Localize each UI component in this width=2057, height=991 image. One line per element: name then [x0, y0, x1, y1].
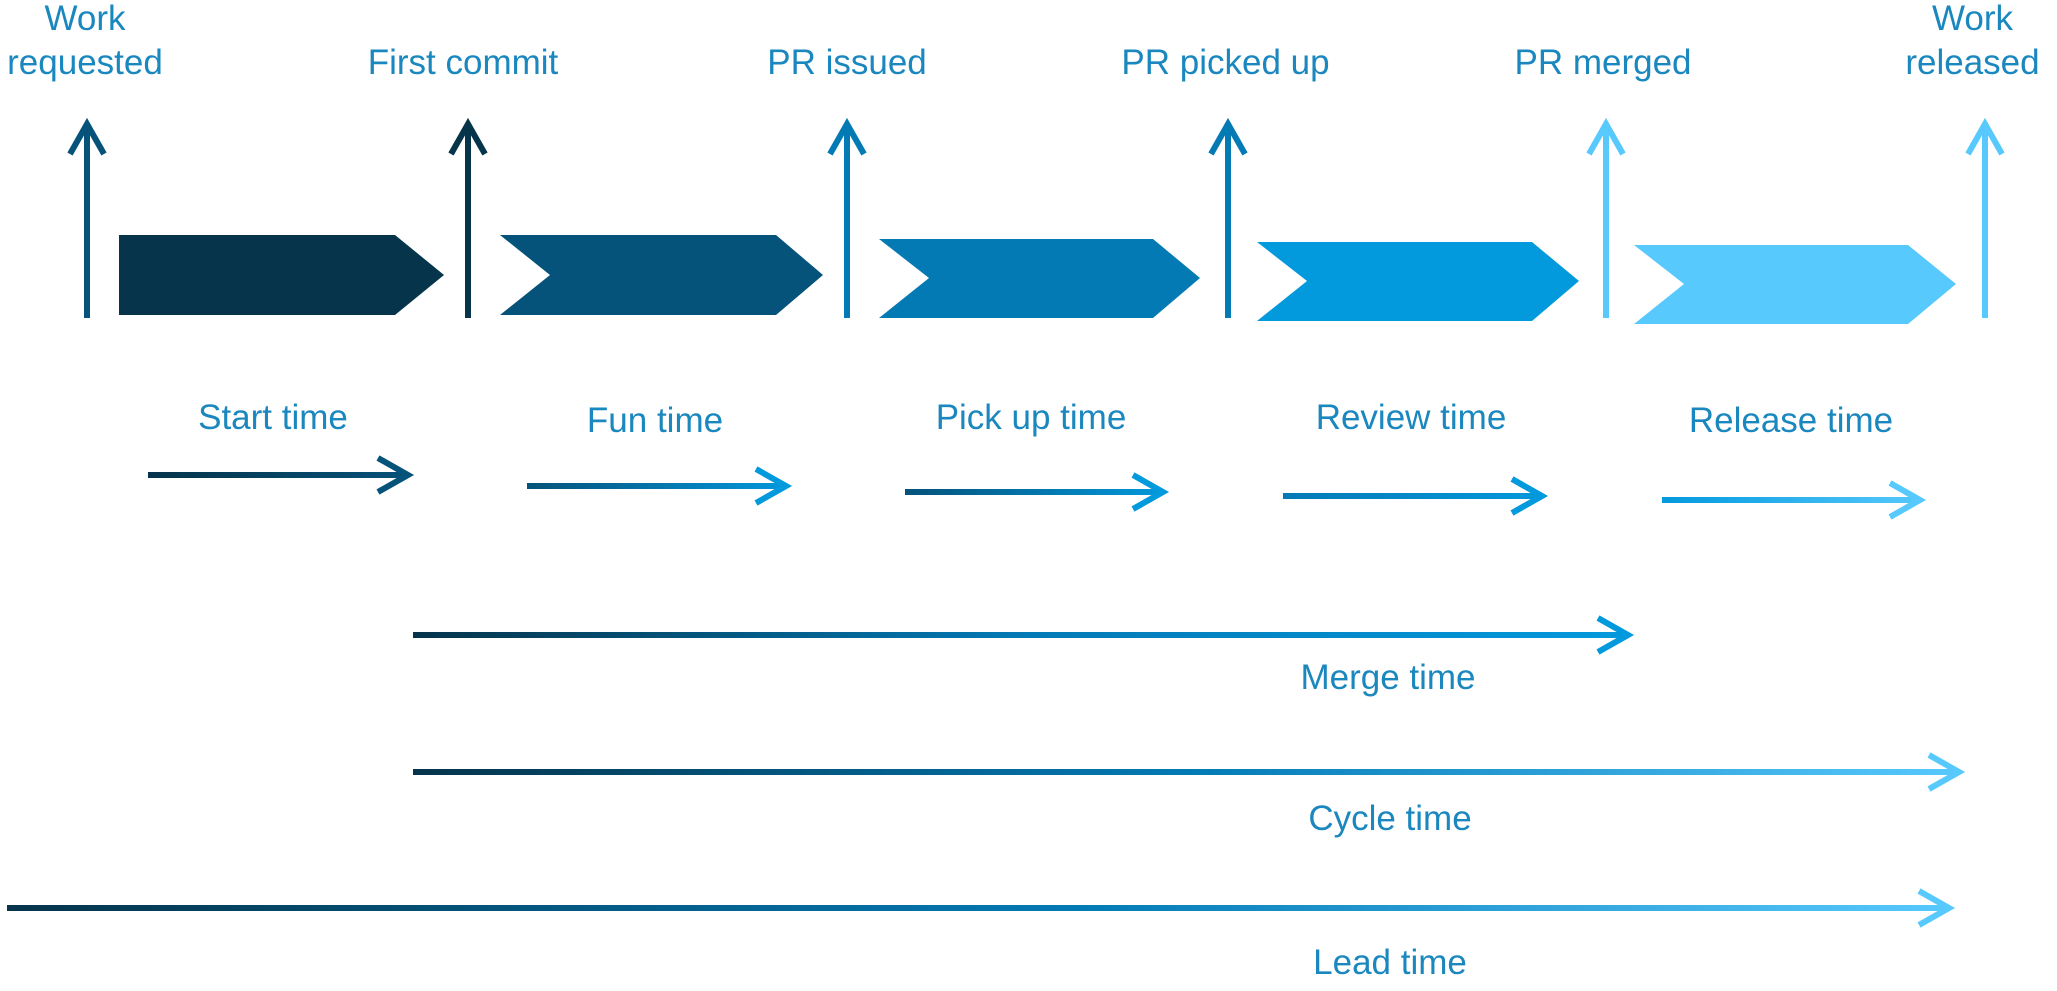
span-label-cycle-time: Cycle time [1308, 799, 1472, 838]
milestone-label-work-requested: Work requested [0, 0, 170, 85]
milestone-arrow-pr-merged [1586, 117, 1626, 318]
milestone-label-pr-issued: PR issued [767, 43, 927, 82]
milestone-label-pr-picked-up: PR picked up [1121, 43, 1330, 82]
milestone-label-pr-merged: PR merged [1514, 43, 1692, 82]
stage-label-start-time: Start time [198, 398, 348, 437]
stage-arrow-start [148, 455, 415, 495]
span-arrows [7, 615, 1966, 928]
span-arrow-lead [7, 888, 1956, 928]
chevron-pick-up [879, 239, 1200, 318]
stage-arrow-review [1283, 476, 1549, 516]
stage-chevrons [119, 235, 1956, 324]
span-arrow-merge [413, 615, 1635, 655]
milestone-label-work-requested-line2: requested [7, 43, 163, 82]
span-label-merge-time: Merge time [1300, 658, 1476, 697]
milestone-label-work-released-line1: Work [1931, 0, 2014, 38]
milestone-label-work-requested-line1: Work [44, 0, 126, 38]
stage-arrow-pick-up [905, 472, 1170, 512]
milestone-arrow-pr-issued [827, 117, 867, 318]
span-label-lead-time: Lead time [1313, 943, 1467, 982]
milestone-arrows [67, 117, 2005, 318]
chevron-fun [500, 235, 823, 315]
stage-label-review-time: Review time [1315, 398, 1507, 437]
milestone-label-first-commit: First commit [367, 43, 559, 82]
stage-label-fun-time: Fun time [586, 401, 724, 440]
stage-label-release-time: Release time [1688, 401, 1894, 440]
chevron-start [119, 235, 444, 315]
milestone-arrow-first-commit [448, 117, 488, 318]
stage-label-pick-up-time: Pick up time [935, 398, 1127, 437]
milestone-label-work-released-line2: released [1905, 43, 2040, 82]
stage-arrows [148, 455, 1927, 520]
milestone-arrow-pr-picked-up [1208, 117, 1248, 318]
milestone-label-work-released: Work released [1890, 0, 2055, 85]
chevron-review [1257, 242, 1579, 321]
milestone-arrow-work-released [1965, 117, 2005, 318]
chevron-release [1634, 245, 1956, 324]
span-arrow-cycle [413, 752, 1966, 792]
stage-arrow-fun [527, 466, 793, 506]
stage-arrow-release [1662, 480, 1927, 520]
milestone-arrow-work-requested [67, 117, 107, 318]
